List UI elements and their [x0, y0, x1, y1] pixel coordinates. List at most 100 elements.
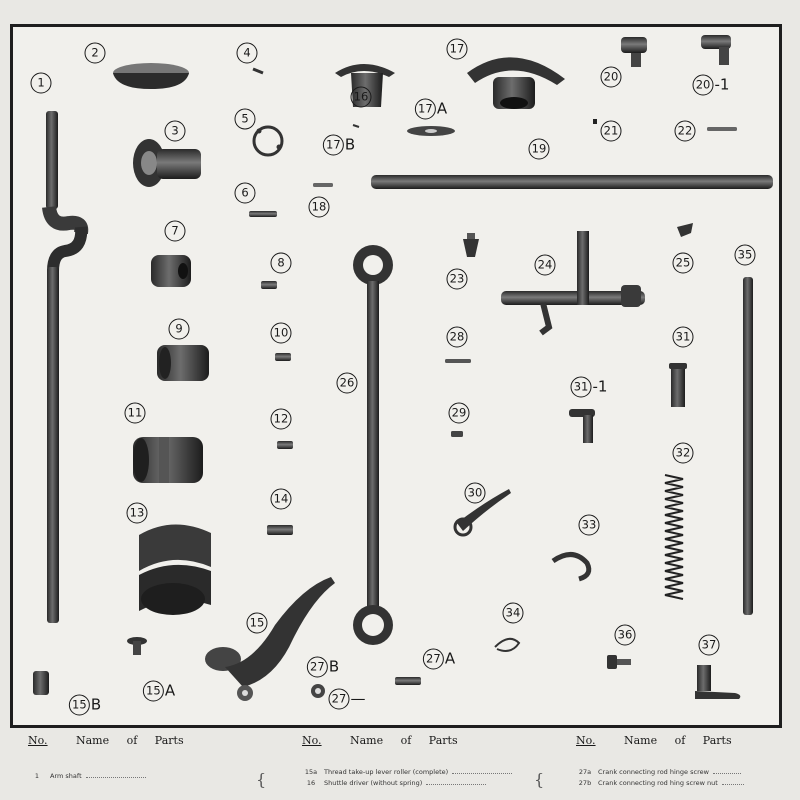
part-1-arm-shaft [42, 111, 89, 623]
label-part-12: 12 [270, 408, 292, 430]
label-part-34: 34 [502, 602, 524, 624]
label-part-32: 32 [672, 442, 694, 464]
brace-mark: { [534, 770, 545, 789]
part-8-small-screw [261, 281, 277, 289]
label-part-35: 35 [734, 244, 756, 266]
label-part-16: 16 [350, 86, 372, 108]
part-13-cam-gear [139, 524, 211, 615]
part-17a-plate [407, 126, 455, 136]
part-31-1-stud [569, 409, 595, 443]
part-30-spring-lever [453, 489, 511, 537]
part-26-connecting-rod [353, 245, 393, 645]
parts-column-header-1: No. Name of Parts [28, 734, 184, 747]
label-part-2: 2 [84, 42, 106, 64]
label-part-10: 10 [270, 322, 292, 344]
part-18-pin [313, 183, 333, 187]
part-3-bushing [133, 139, 201, 187]
part-33-spring-clip [551, 552, 592, 582]
label-part-8: 8 [270, 252, 292, 274]
part-20-bracket [621, 37, 647, 67]
label-part-13: 13 [126, 502, 148, 524]
parts-list-table: No. Name of Parts No. Name of Parts No. … [20, 734, 800, 800]
part-15b-nut [33, 671, 49, 695]
part-9-collar [157, 345, 209, 381]
part-22-pin [707, 127, 737, 131]
parts-illustration-plate: 1 2 4 3 5 6 18 7 8 9 10 11 12 13 14 15 1… [10, 24, 782, 728]
parts-column-header-2: No. Name of Parts [302, 734, 458, 747]
part-37-presser-foot [695, 665, 741, 699]
label-part-18: 18 [308, 196, 330, 218]
label-part-23: 23 [446, 268, 468, 290]
label-part-29: 29 [448, 402, 470, 424]
label-part-9: 9 [168, 318, 190, 340]
part-10-small-screw [275, 353, 291, 361]
label-part-7: 7 [164, 220, 186, 242]
label-part-24: 24 [534, 254, 556, 276]
part-24-crank [501, 231, 645, 336]
label-part-28: 28 [446, 326, 468, 348]
part-32-spring [664, 474, 684, 600]
label-part-14: 14 [270, 488, 292, 510]
label-part-26: 26 [336, 372, 358, 394]
label-part-11: 11 [124, 402, 146, 424]
part-28-pin [445, 359, 471, 363]
part-23-screw [463, 233, 479, 257]
part-2-cap [113, 63, 189, 89]
label-part-33: 33 [578, 514, 600, 536]
label-part-20-1: 20-1 [692, 74, 729, 96]
part-15a-screw [127, 637, 147, 655]
part-34-spring-clip [494, 637, 521, 652]
label-part-25: 25 [672, 252, 694, 274]
part-6-pin [249, 211, 277, 217]
part-5-clip [252, 125, 284, 157]
part-21-pin [593, 119, 597, 124]
label-part-6: 6 [234, 182, 256, 204]
brace-mark: { [256, 770, 267, 789]
label-part-3: 3 [164, 120, 186, 142]
part-20-1-bracket [701, 35, 731, 65]
part-27-nut [311, 684, 325, 698]
part-27a-screw [395, 677, 421, 685]
part-11-cam [133, 437, 203, 483]
part-19-rod [371, 175, 773, 189]
label-part-31: 31 [672, 326, 694, 348]
label-part-17: 17 [446, 38, 468, 60]
part-25-screw [677, 223, 693, 237]
part-29-pin [451, 431, 463, 437]
label-part-21: 21 [600, 120, 622, 142]
part-17-shuttle-driver [467, 57, 565, 109]
label-part-15: 15 [246, 612, 268, 634]
label-part-27: 27— [328, 688, 366, 710]
label-part-5: 5 [234, 108, 256, 130]
label-part-19: 19 [528, 138, 550, 160]
part-36-screw [607, 655, 631, 669]
part-14-screw [267, 525, 293, 535]
part-7-collar [151, 255, 191, 287]
label-part-30: 30 [464, 482, 486, 504]
part-35-needle-bar [743, 277, 753, 615]
part-31-screw [669, 363, 687, 407]
part-12-small-screw [277, 441, 293, 449]
label-part-37: 37 [698, 634, 720, 656]
label-part-36: 36 [614, 624, 636, 646]
part-17b-screw [352, 124, 360, 128]
label-part-31-1: 31-1 [570, 376, 607, 398]
label-part-4: 4 [236, 42, 258, 64]
part-4-screw [252, 67, 264, 75]
label-part-1: 1 [30, 72, 52, 94]
label-part-22: 22 [674, 120, 696, 142]
part-15-lever [205, 577, 335, 701]
label-part-20: 20 [600, 66, 622, 88]
